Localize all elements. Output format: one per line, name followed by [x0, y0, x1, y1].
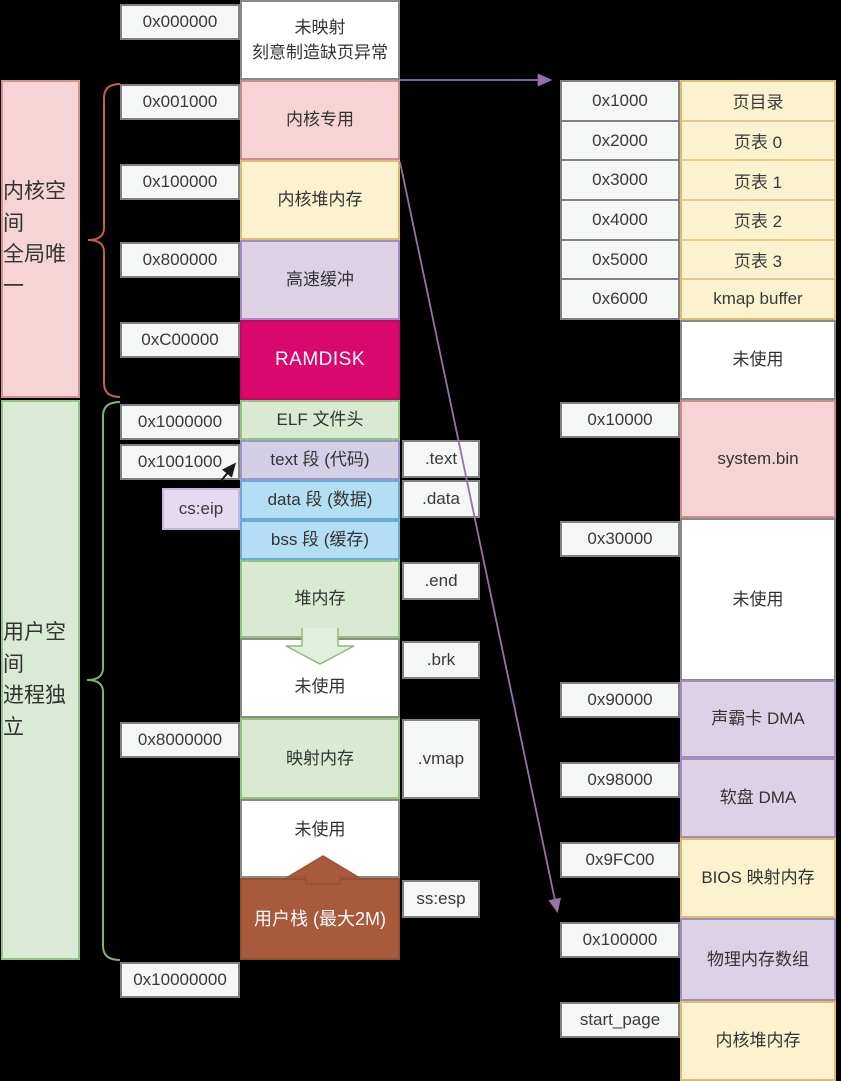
- pm-address-0x4000: 0x4000: [562, 201, 678, 241]
- pm-block-kmap-buffer: kmap buffer: [713, 289, 803, 309]
- vm-address-0x001000: 0x001000: [120, 84, 240, 120]
- pm-address-0x98000: 0x98000: [560, 762, 680, 798]
- vm-address-0x000000: 0x000000: [120, 4, 240, 40]
- vm-address-0x100000: 0x100000: [120, 164, 240, 200]
- vm-address-0x800000: 0x800000: [120, 242, 240, 278]
- pm-address-0x5000: 0x5000: [562, 241, 678, 281]
- vm-block-kernel-heap: 内核堆内存: [240, 160, 400, 240]
- vm-block-elf-header: ELF 文件头: [240, 400, 400, 440]
- vm-block-unused-1: 未使用: [240, 638, 400, 718]
- pm-page-table-addresses: 0x1000 0x2000 0x3000 0x4000 0x5000 0x600…: [560, 80, 680, 320]
- section-label-ss-esp: ss:esp: [402, 880, 480, 918]
- pm-block-sound-dma: 声霸卡 DMA: [680, 680, 836, 758]
- pm-address-0x90000: 0x90000: [560, 682, 680, 718]
- user-space-legend: 用户空间 进程独立: [1, 400, 80, 960]
- section-label-brk: .brk: [402, 641, 480, 679]
- vm-block-kernel-dedicated: 内核专用: [240, 80, 400, 160]
- pm-address-0x1000: 0x1000: [562, 82, 678, 122]
- vm-address-0x8000000: 0x8000000: [120, 722, 240, 758]
- vm-block-unused-2: 未使用: [240, 799, 400, 878]
- vm-block-mapped-memory: 映射内存: [240, 718, 400, 799]
- vm-block-text-segment: text 段 (代码): [240, 440, 400, 480]
- pm-block-phys-mem-array: 物理内存数组: [680, 918, 836, 1001]
- kernel-space-brace: [87, 83, 121, 398]
- section-label-text: .text: [402, 440, 480, 478]
- pm-block-page-table-3: 页表 3: [682, 241, 834, 281]
- pm-address-0x30000: 0x30000: [560, 521, 680, 557]
- vm-block-unmapped-line1: 未映射: [294, 17, 346, 37]
- section-label-end: .end: [402, 562, 480, 600]
- kernel-space-legend: 内核空间 全局唯一: [1, 80, 80, 398]
- pm-block-unused-top: 未使用: [680, 320, 836, 400]
- section-label-vmap: .vmap: [402, 719, 480, 799]
- vm-block-user-stack: 用户栈 (最大2M): [240, 878, 400, 960]
- vm-address-0x10000000: 0x10000000: [120, 962, 240, 998]
- user-space-legend-line2: 进程独立: [3, 684, 66, 739]
- vm-address-0x1000000: 0x1000000: [120, 404, 240, 440]
- pm-address-start-page: start_page: [560, 1002, 680, 1038]
- user-space-legend-line1: 用户空间: [3, 621, 66, 676]
- cs-eip-register-box: cs:eip: [162, 488, 240, 530]
- vm-block-bss-segment: bss 段 (缓存): [240, 520, 400, 560]
- pm-address-0x10000: 0x10000: [560, 402, 680, 438]
- pm-block-floppy-dma: 软盘 DMA: [680, 758, 836, 838]
- vm-block-unmapped: 未映射 刻意制造缺页异常: [240, 0, 400, 80]
- pm-address-0x9FC00: 0x9FC00: [560, 842, 680, 878]
- pm-page-table-blocks: 页目录 页表 0 页表 1 页表 2 页表 3 kmap buffer: [680, 80, 836, 320]
- kernel-space-legend-line2: 全局唯一: [3, 243, 66, 298]
- pm-address-0x3000: 0x3000: [562, 161, 678, 202]
- section-label-data: .data: [402, 480, 480, 518]
- pm-block-page-directory: 页目录: [682, 82, 834, 122]
- pm-block-page-table-1: 页表 1: [682, 161, 834, 202]
- vm-block-cache-buffer: 高速缓冲: [240, 240, 400, 320]
- pm-block-unused-mid: 未使用: [680, 518, 836, 681]
- vm-block-ramdisk: RAMDISK: [240, 320, 400, 400]
- vm-block-unmapped-line2: 刻意制造缺页异常: [252, 43, 388, 62]
- pm-address-0x100000: 0x100000: [560, 922, 680, 958]
- pm-address-0x2000: 0x2000: [562, 122, 678, 162]
- kernel-space-legend-line1: 内核空间: [3, 180, 66, 235]
- vm-address-0x1001000: 0x1001000: [120, 444, 240, 480]
- pm-block-bios-mapped: BIOS 映射内存: [680, 838, 836, 918]
- vm-address-0xC00000: 0xC00000: [120, 322, 240, 358]
- pm-block-page-table-0: 页表 0: [682, 122, 834, 162]
- pm-address-0x6000: 0x6000: [592, 289, 648, 309]
- vm-block-heap: 堆内存: [240, 560, 400, 638]
- user-space-brace: [86, 401, 121, 961]
- pm-block-kernel-heap: 内核堆内存: [680, 1001, 836, 1081]
- pm-block-system-bin: system.bin: [680, 400, 836, 518]
- pm-block-page-table-2: 页表 2: [682, 201, 834, 241]
- vm-block-data-segment: data 段 (数据): [240, 480, 400, 520]
